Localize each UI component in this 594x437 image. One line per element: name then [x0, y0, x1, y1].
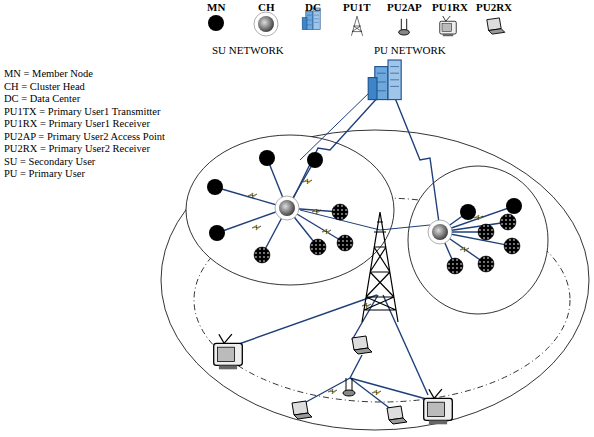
legend-label: PU2AP — [387, 1, 422, 13]
legend-label: MN — [207, 1, 225, 13]
definition-text: PU1RX = Primary User1 Receiver — [4, 118, 150, 130]
definition-text: PU2AP = Primary User2 Access Point — [4, 131, 165, 143]
definition-text: MN = Member Node — [4, 68, 93, 80]
definition-text: PU = Primary User — [4, 168, 85, 180]
network-label: SU NETWORK — [212, 44, 284, 56]
legend-label: DC — [305, 1, 321, 13]
legend-label: PU2RX — [476, 1, 512, 13]
legend-label: CH — [258, 1, 275, 13]
legend-label: PU1T — [343, 1, 371, 13]
definition-text: CH = Cluster Head — [4, 81, 85, 93]
definition-text: SU = Secondary User — [4, 156, 95, 168]
definition-text: PU1TX = Primary User1 Transmitter — [4, 106, 160, 118]
legend-label: PU1RX — [432, 1, 468, 13]
network-label: PU NETWORK — [374, 44, 446, 56]
definition-text: PU2RX = Primary User2 Receiver — [4, 143, 150, 155]
definition-text: DC = Data Center — [4, 93, 80, 105]
